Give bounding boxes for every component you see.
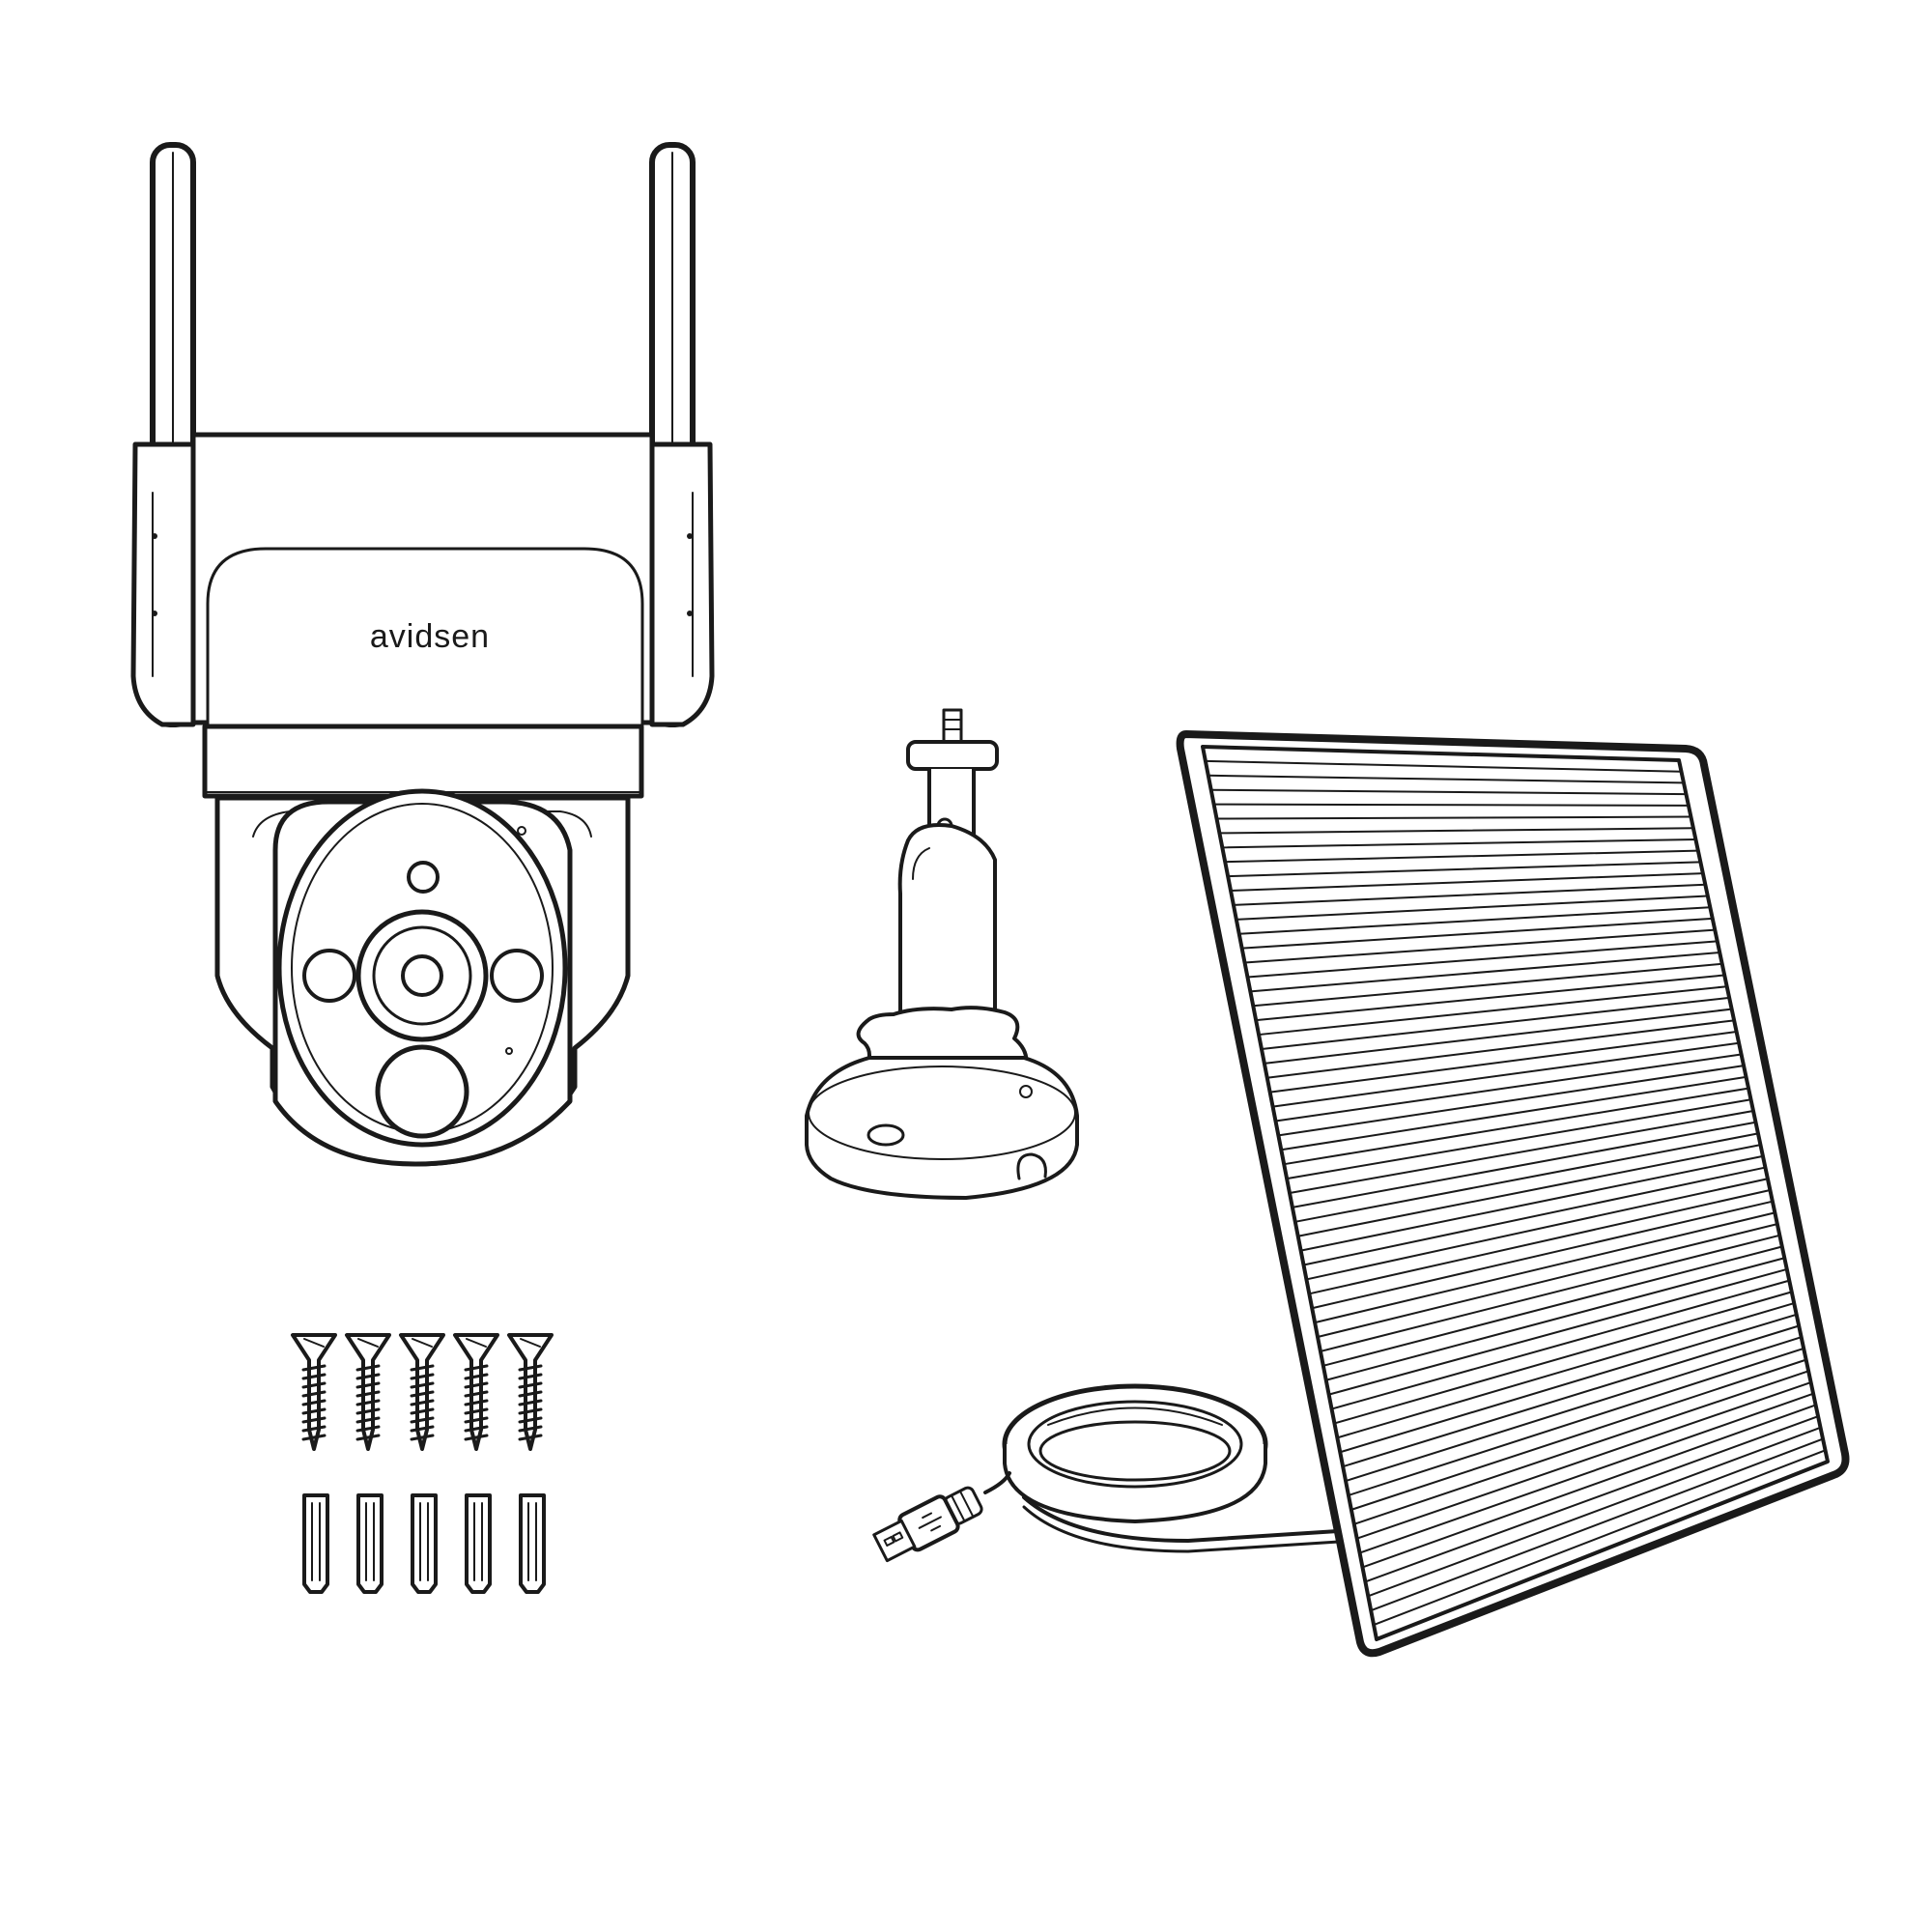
screw-icon [507,1333,554,1451]
solar-cell-line [1339,1313,1798,1454]
solar-cell-line [1215,815,1692,820]
solar-cell-line [1321,1245,1783,1367]
solar-cell-line [1370,1437,1825,1612]
solar-cell-line [1302,1166,1767,1266]
solar-cell-line [1265,1019,1736,1079]
solar-cell-lines [1204,759,1827,1627]
solar-cell-line [1249,952,1721,993]
solar-cell-line [1330,1279,1791,1410]
solar-cell-line [1277,1065,1746,1137]
screw-icon [399,1333,445,1451]
solar-cell-line [1373,1449,1827,1627]
solar-cell-line [1263,1008,1733,1065]
camera-lens-head [272,788,573,1167]
solar-cell-line [1305,1178,1769,1281]
solar-cell-line [1274,1053,1743,1122]
wall-plug-icon [519,1493,546,1594]
solar-cell-line [1260,996,1731,1050]
solar-cell-line [1327,1267,1788,1396]
wall-plug-icon [302,1493,329,1594]
solar-cell-line [1286,1098,1752,1180]
solar-cell-line [1352,1370,1810,1525]
solar-cell-line [1324,1257,1786,1381]
solar-cell-line [1221,838,1697,849]
solar-panel [872,730,1850,1658]
solar-cell-line [1350,1358,1807,1511]
wall-plug-icon [465,1493,492,1594]
wall-plug-icon [411,1493,438,1594]
ptz-camera: avidsen [130,142,715,1167]
solar-cell-line [1224,849,1699,864]
solar-cell-line [1235,895,1709,921]
solar-cell-line [1336,1302,1796,1439]
solar-cell-line [1345,1336,1803,1483]
solar-cell-line [1207,774,1685,784]
solar-cell-line [1240,917,1714,950]
solar-cell-line [1296,1144,1762,1237]
solar-cell-line [1258,985,1728,1037]
screw-icon [453,1333,499,1451]
solar-cell-line [1232,883,1707,906]
screw-icon [291,1333,337,1451]
brand-logo-text: avidsen [370,618,490,655]
solar-cell-line [1358,1392,1815,1554]
solar-cell-line [1361,1404,1817,1569]
solar-cell-line [1355,1381,1812,1540]
solar-cell-line [1311,1200,1774,1310]
solar-cell-line [1293,1132,1759,1223]
solar-cell-line [1268,1031,1738,1094]
solar-cell-line [1212,803,1690,807]
solar-cell-line [1230,872,1704,893]
solar-cell-line [1317,1223,1778,1339]
screw-icon [345,1333,391,1451]
solar-cell-line [1364,1415,1820,1583]
solar-cell-line [1299,1154,1764,1252]
usb-plug [872,1486,983,1563]
solar-cell-line [1227,861,1702,878]
solar-cell-line [1204,759,1683,773]
solar-cell-line [1291,1121,1757,1208]
solar-cell-line [1283,1087,1750,1166]
solar-cell-line [1367,1426,1822,1598]
solar-cell-line [1319,1234,1781,1352]
solar-cell-line [1246,940,1719,979]
solar-cell-line [1333,1291,1793,1425]
wall-plug-icon [356,1493,384,1594]
solar-cell-line [1209,788,1688,796]
solar-cell-line [1342,1324,1801,1468]
coiled-usb-cable [872,1383,1341,1563]
solar-cell-line [1347,1347,1805,1496]
solar-cell-line [1255,974,1726,1022]
solar-cell-line [1243,928,1717,964]
solar-cell-line [1314,1211,1776,1324]
solar-cell-line [1289,1110,1754,1194]
wall-mount-bracket [805,708,1079,1200]
solar-cell-line [1218,827,1694,835]
screws-set [291,1333,554,1451]
solar-cell-line [1308,1188,1772,1295]
solar-cell-line [1280,1075,1747,1151]
solar-cell-line [1237,906,1712,935]
solar-cell-line [1252,962,1723,1008]
wall-plugs-set [302,1493,546,1594]
solar-cell-line [1271,1041,1741,1108]
